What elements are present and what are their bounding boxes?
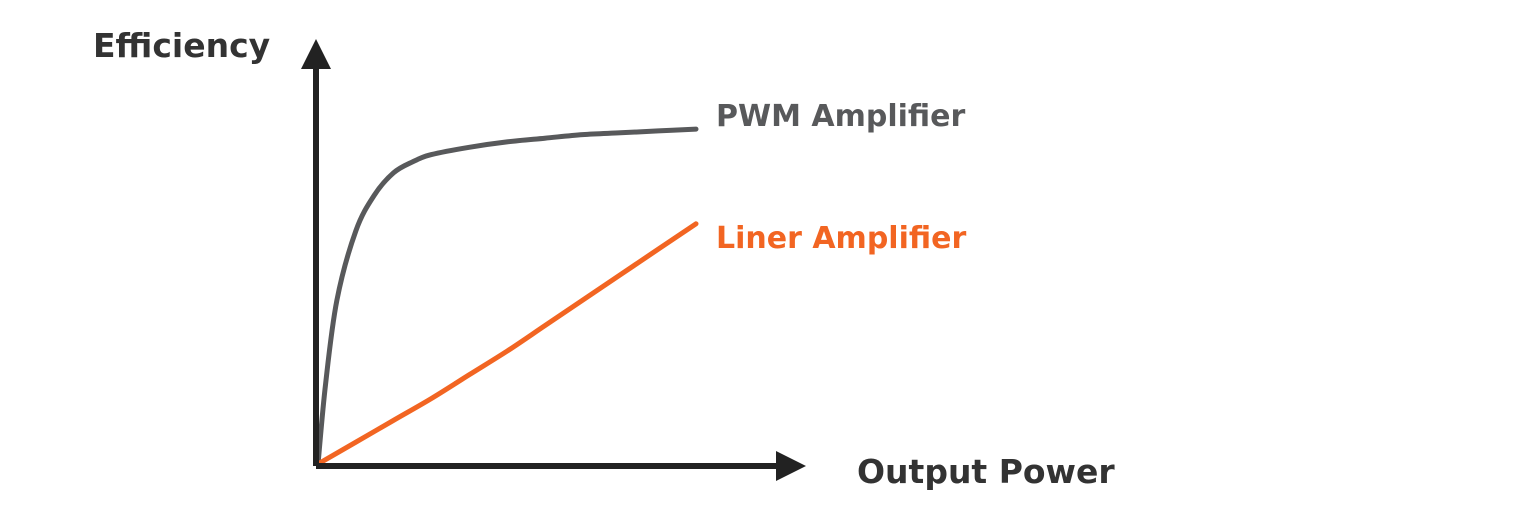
series-line-pwm-amplifier [315,126,699,467]
series-label-pwm-amplifier: PWM Amplifier [716,99,965,134]
x-axis-label: Output Power [857,452,1115,491]
series-line-liner-amplifier [315,221,699,467]
y-axis-label: Efficiency [93,26,270,65]
series-label-liner-amplifier: Liner Amplifier [716,221,966,256]
plot-area [315,126,699,467]
